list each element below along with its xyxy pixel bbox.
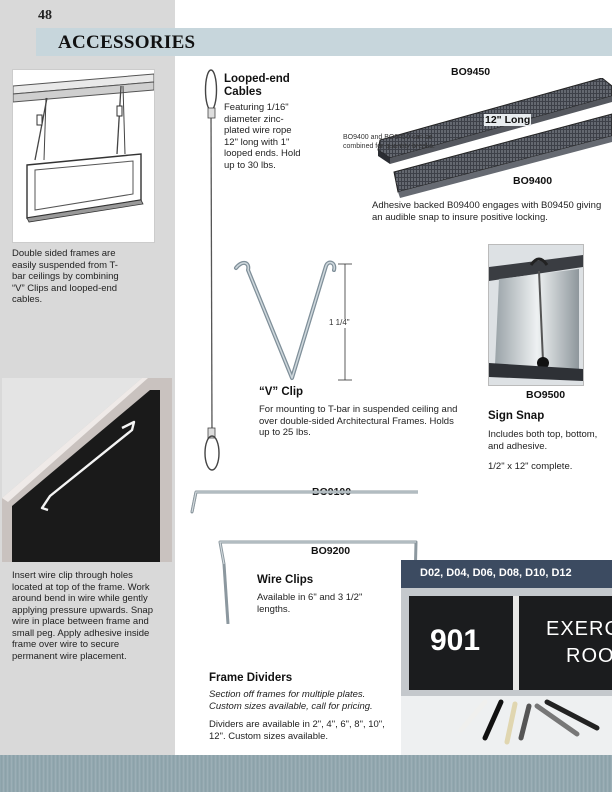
bo9450-note: BO9400 and BO9450 can be combined for qu… <box>343 134 435 150</box>
footer-band <box>0 755 612 792</box>
ceiling-caption: Double sided frames are easily suspended… <box>12 248 119 305</box>
ceiling-hanging-illustration <box>12 69 155 243</box>
sign-room-number: 901 <box>430 624 481 657</box>
sign-snap-body2: 1/2" x 12" complete. <box>488 461 573 472</box>
sign-room-word-1: EXERC <box>546 618 612 640</box>
looped-cable-illustration <box>204 69 220 471</box>
bo9450-length: 12" Long <box>484 114 532 126</box>
v-clip-body: For mounting to T-bar in suspended ceili… <box>259 404 458 438</box>
divider-codes: D02, D04, D06, D08, D10, D12 <box>420 567 572 579</box>
frame-dividers-body2: Dividers are available in 2", 4", 6", 8"… <box>209 719 385 742</box>
wire-clips-title: Wire Clips <box>257 574 314 586</box>
section-banner <box>36 28 612 56</box>
sign-snap-photo <box>488 244 584 386</box>
wire-clips-body: Available in 6" and 3 1/2" lengths. <box>257 592 363 615</box>
v-clip-illustration <box>234 260 352 381</box>
frame-dividers-photo <box>401 560 612 755</box>
bo9450-caption: Adhesive backed B09400 engages with B094… <box>372 200 602 223</box>
cables-body: Featuring 1/16" diameter zinc-plated wir… <box>224 102 301 171</box>
cables-title: Looped-end Cables <box>224 73 290 98</box>
frame-clip-caption: Insert wire clip through holes located a… <box>12 570 154 662</box>
sign-room-word-2: ROO <box>566 645 612 667</box>
sign-snap-code: BO9500 <box>526 389 566 401</box>
v-clip-dimension: 1 1/4" <box>327 318 352 328</box>
sign-snap-title: Sign Snap <box>488 410 545 422</box>
frame-clip-photo <box>2 378 172 562</box>
bo9450-code: BO9450 <box>451 66 491 78</box>
bo9400-code: BO9400 <box>513 175 553 187</box>
page-number: 48 <box>38 8 52 23</box>
wire-clip-code-2: BO9200 <box>311 545 351 557</box>
frame-dividers-title: Frame Dividers <box>209 672 293 684</box>
v-clip-title: “V” Clip <box>259 386 304 398</box>
sign-snap-body1: Includes both top, bottom, and adhesive. <box>488 429 598 452</box>
page-title: ACCESSORIES <box>58 32 196 53</box>
frame-dividers-body1: Section off frames for multiple plates. … <box>209 689 373 712</box>
